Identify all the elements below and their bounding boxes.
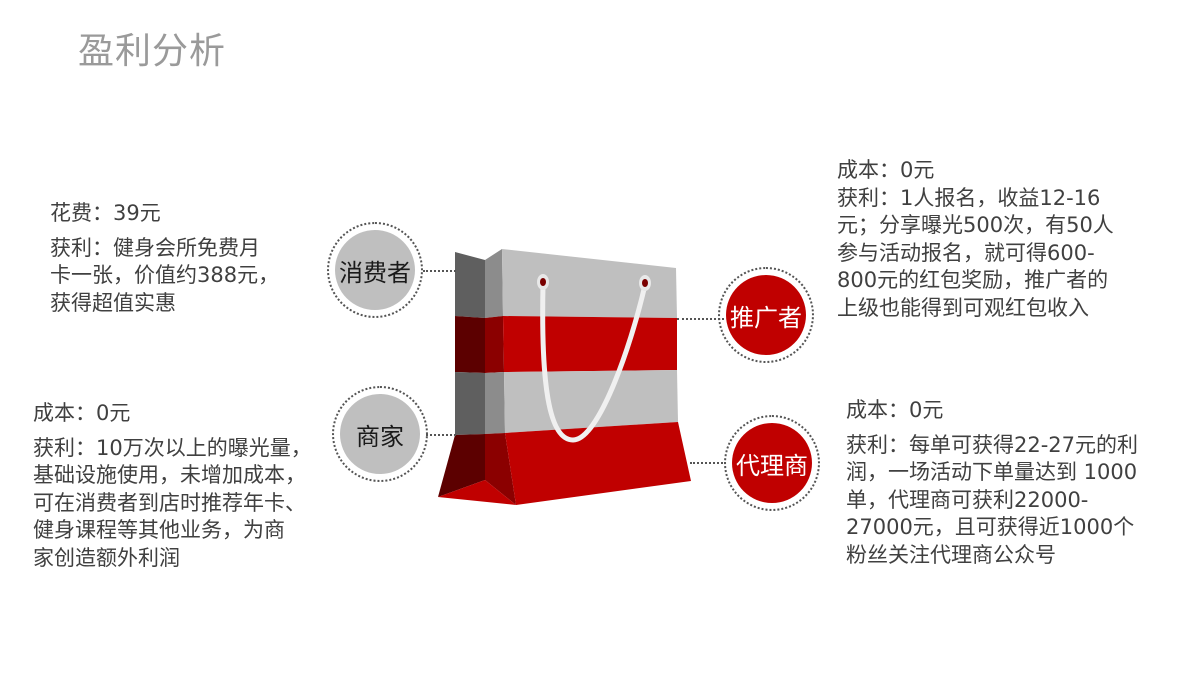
agent-cost: 成本：0元 (846, 398, 944, 422)
bag-eyelet-left-hole (540, 278, 546, 286)
node-agent-label: 代理商 (732, 423, 812, 503)
node-agent: 代理商 (724, 415, 820, 511)
consumer-info: 花费：39元 获利：健身会所免费月 卡一张，价值约388元， 获得超值实惠 (50, 200, 320, 317)
node-consumer-label: 消费者 (335, 230, 415, 310)
bag-side-mid-red1 (485, 316, 504, 373)
bag-front-gray-top (502, 249, 677, 318)
bag-eyelet-right-hole (642, 279, 648, 287)
bag-side-dark-red1 (455, 316, 485, 373)
merchant-info: 成本：0元 获利：10万次以上的曝光量， 基础设施使用，未增加成本， 可在消费者… (33, 400, 353, 572)
node-consumer: 消费者 (327, 222, 423, 318)
connector-agent (690, 462, 726, 464)
consumer-cost: 花费：39元 (50, 201, 161, 225)
connector-consumer (423, 270, 456, 272)
node-merchant: 商家 (332, 386, 428, 482)
promoter-cost: 成本：0元 (837, 158, 935, 182)
bag-front-red2 (505, 422, 691, 505)
bag-side-dark-red2 (438, 434, 485, 497)
page-title: 盈利分析 (78, 31, 227, 72)
bag-side-mid-top (485, 249, 503, 318)
promoter-info: 成本：0元 获利：1人报名，收益12-16 元；分享曝光500次，有50人 参与… (837, 157, 1177, 322)
node-merchant-label: 商家 (340, 394, 420, 474)
bag-bottom-fold (438, 480, 516, 505)
node-promoter: 推广者 (718, 267, 814, 363)
bag-handle (540, 284, 648, 443)
node-promoter-label: 推广者 (726, 275, 806, 355)
connector-merchant (426, 434, 456, 436)
bag-side-dark-gray2 (455, 372, 485, 435)
merchant-profit: 获利：10万次以上的曝光量， 基础设施使用，未增加成本， 可在消费者到店时推荐年… (33, 435, 312, 570)
bag-side-mid-gray2 (485, 372, 505, 434)
promoter-profit: 获利：1人报名，收益12-16 元；分享曝光500次，有50人 参与活动报名，就… (837, 185, 1114, 320)
bag-side-dark-top (455, 252, 485, 318)
bag-front-red1 (503, 316, 677, 372)
consumer-profit: 获利：健身会所免费月 卡一张，价值约388元， 获得超值实惠 (50, 235, 280, 315)
agent-info: 成本：0元 获利：每单可获得22-27元的利 润，一场活动下单量达到 1000 … (846, 397, 1186, 569)
connector-promoter (677, 318, 724, 320)
agent-profit: 获利：每单可获得22-27元的利 润，一场活动下单量达到 1000 单，代理商可… (846, 432, 1139, 567)
merchant-cost: 成本：0元 (33, 401, 131, 425)
bag-side-mid-red2 (485, 433, 516, 505)
